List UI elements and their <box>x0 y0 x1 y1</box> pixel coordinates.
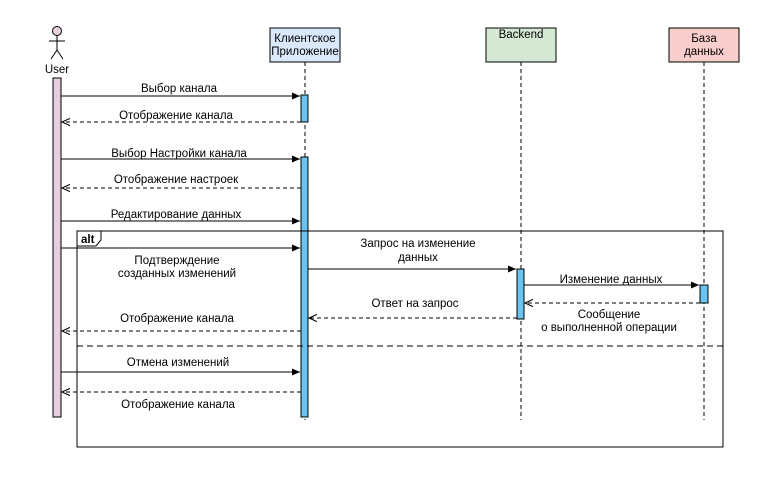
message-edit-data: Редактирование данных <box>61 209 300 225</box>
message-show-settings: Отображение настроек <box>62 174 301 188</box>
participant-db-label-2: данных <box>684 46 724 58</box>
message-label: Ответ на запрос <box>371 298 458 310</box>
message-select-channel: Выбор канала <box>61 83 300 100</box>
message-label-2: созданных изменений <box>118 268 236 280</box>
participant-db: База данных <box>668 27 740 63</box>
message-request-response: Ответ на запрос <box>309 298 517 318</box>
participant-backend-box <box>485 27 557 63</box>
stick-figure-icon <box>49 26 65 60</box>
message-label: Выбор канала <box>141 83 218 95</box>
message-confirm: Подтверждение созданных изменений <box>61 244 300 280</box>
message-change-request: Запрос на изменение данных <box>308 238 516 273</box>
actor-label: User <box>45 64 69 76</box>
message-change-data: Изменение данных <box>524 274 699 289</box>
client-activation-1 <box>300 94 309 123</box>
message-label-1: Сообщение <box>578 309 641 321</box>
message-label: Отображение канала <box>121 399 235 411</box>
participant-client-label-1: Клиентское <box>274 33 335 45</box>
participant-client: Клиентское Приложение <box>269 27 341 63</box>
participant-client-box <box>269 27 341 63</box>
user-actor: User <box>45 26 69 76</box>
backend-activation <box>516 268 525 320</box>
participant-backend: Backend <box>485 27 557 63</box>
message-label-2: данных <box>398 252 438 264</box>
message-show-channel-3: Отображение канала <box>62 392 301 411</box>
alt-fragment-frame <box>76 230 724 448</box>
db-activation <box>699 284 709 304</box>
message-label: Отображение канала <box>120 313 234 325</box>
message-cancel-changes: Отмена изменений <box>61 357 300 376</box>
alt-fragment: alt <box>76 230 724 448</box>
message-label: Отмена изменений <box>127 357 229 369</box>
message-show-channel-2: Отображение канала <box>62 313 301 331</box>
message-label: Изменение данных <box>560 274 663 286</box>
message-label-2: о выполненной операции <box>541 322 677 334</box>
message-label-1: Подтверждение <box>134 255 219 267</box>
message-label: Отображение настроек <box>114 174 239 186</box>
user-activation <box>52 77 62 418</box>
message-select-settings: Выбор Настройки канала <box>61 148 300 163</box>
participant-client-label-2: Приложение <box>271 46 338 58</box>
message-label-1: Запрос на изменение <box>360 238 475 250</box>
message-show-channel-1: Отображение канала <box>62 110 301 122</box>
message-label: Выбор Настройки канала <box>111 148 247 160</box>
message-label: Редактирование данных <box>111 209 242 221</box>
message-operation-done: Сообщение о выполненной операции <box>525 303 700 334</box>
message-label: Отображение канала <box>119 110 233 122</box>
participant-db-label-1: База <box>691 33 717 45</box>
client-activation-2 <box>300 156 309 418</box>
alt-fragment-tab <box>76 230 102 247</box>
participant-backend-label: Backend <box>499 29 544 41</box>
participant-db-box <box>668 27 740 63</box>
alt-fragment-label: alt <box>81 234 95 246</box>
